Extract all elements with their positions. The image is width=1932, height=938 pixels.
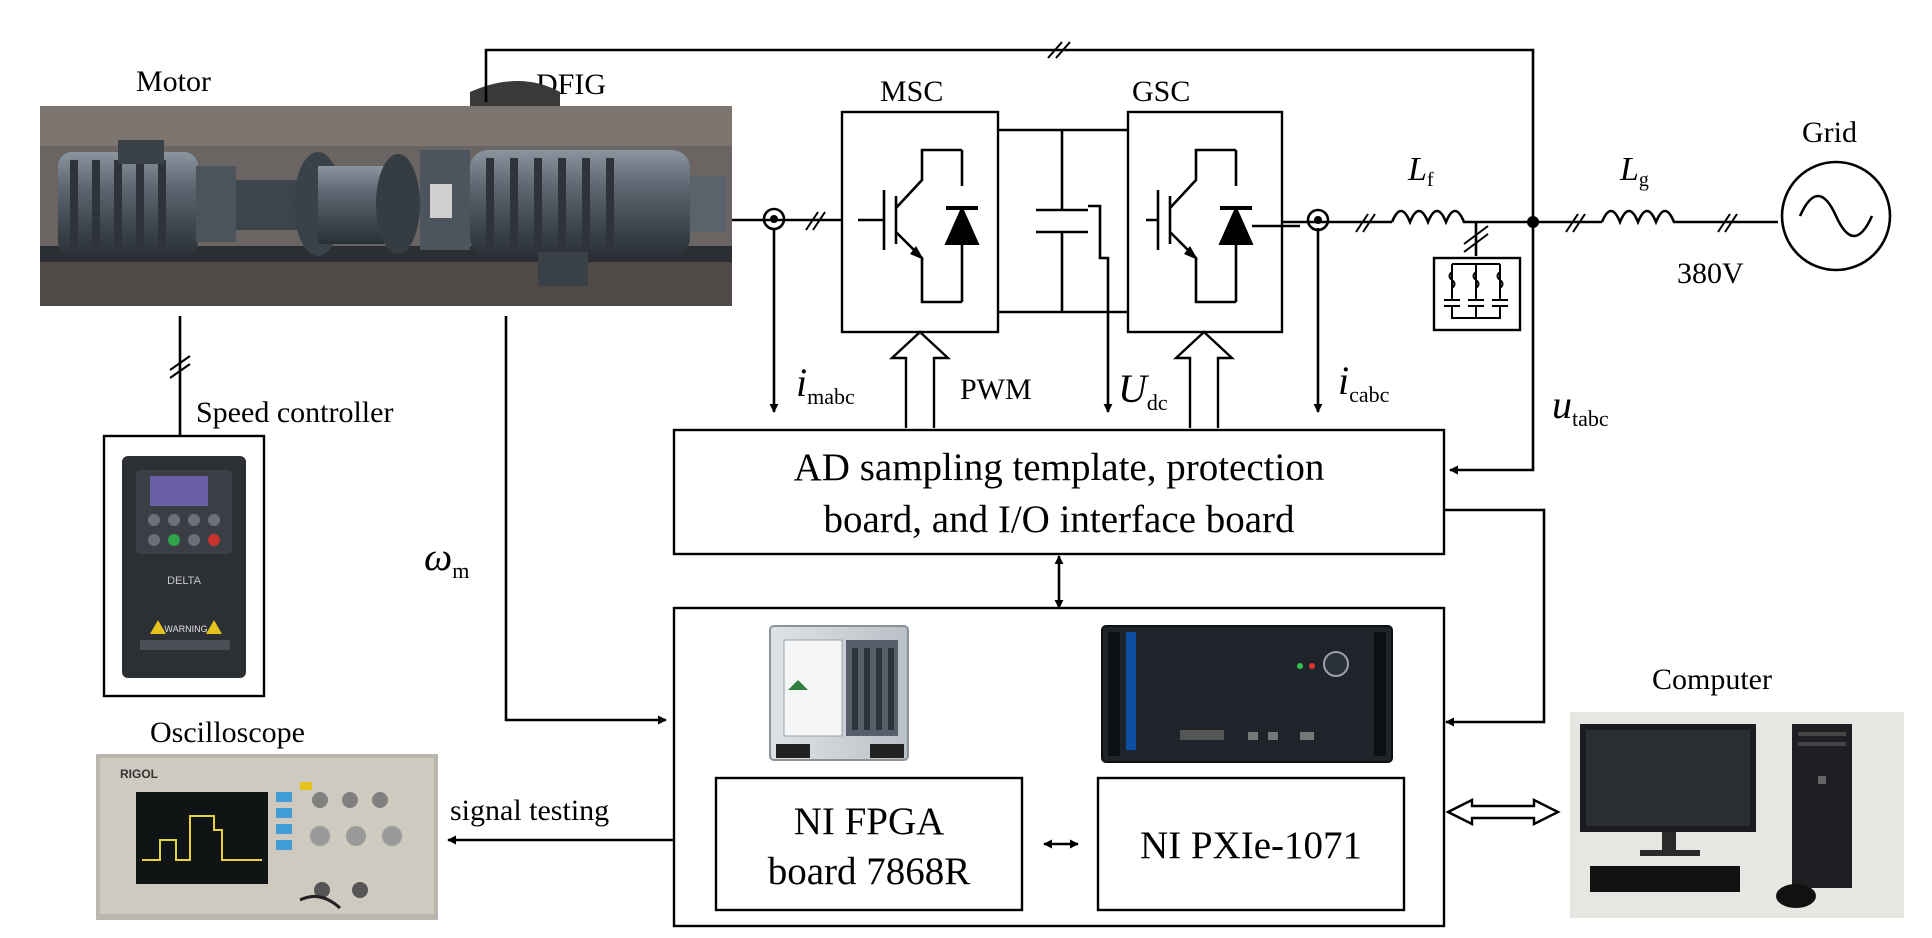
- grid-side-three-phase-mark-b: [1565, 213, 1586, 233]
- gsc-converter: [1126, 110, 1300, 334]
- imabc-label: imabc: [796, 360, 855, 409]
- pwm-label: PWM: [960, 373, 1032, 406]
- fpga-line-2: board 7868R: [768, 850, 971, 893]
- speed-controller-label: Speed controller: [196, 396, 393, 429]
- ni-chassis-photo: [769, 625, 909, 761]
- pxie-label: NI PXIe-1071: [1140, 824, 1362, 867]
- lf-label: Lf: [1407, 151, 1434, 191]
- rotor-line-three-phase-mark: [805, 211, 826, 231]
- rack-controller-photo: [1101, 625, 1393, 763]
- icabc-label: icabc: [1338, 358, 1390, 407]
- speed-controller-photo: DELTA WARNING: [102, 434, 266, 698]
- omega-speed-wire: [504, 316, 667, 725]
- signal-testing-label: signal testing: [450, 794, 609, 827]
- grid-line-three-phase-mark: [1717, 213, 1738, 233]
- motor-label: Motor: [136, 65, 211, 98]
- computer-label: Computer: [1652, 663, 1772, 696]
- lf-inductor: [1390, 209, 1530, 226]
- pwm-arrow-gsc: [1172, 330, 1236, 428]
- msc-label: MSC: [880, 75, 943, 108]
- ni-computer-link-arrow: [1445, 798, 1561, 826]
- fpga-line-1: NI FPGA: [794, 800, 945, 843]
- grid-side-three-phase-mark-a: [1355, 213, 1376, 233]
- msc-converter: [840, 110, 1000, 334]
- ad-board-line-1: AD sampling template, protection: [794, 446, 1325, 489]
- omega-label: ωm: [424, 534, 469, 583]
- grid-label: Grid: [1802, 116, 1857, 149]
- utabc-sense-arrow: [1449, 224, 1535, 475]
- ad-to-ni-feedback-wire: [1444, 508, 1546, 727]
- lg-inductor: [1600, 209, 1778, 226]
- grid-source-symbol: [1780, 160, 1892, 272]
- gsc-label: GSC: [1132, 75, 1190, 108]
- warning-text: WARNING: [164, 624, 207, 634]
- udc-label: Udc: [1118, 366, 1168, 415]
- delta-logo-text: DELTA: [167, 575, 201, 587]
- oscilloscope-photo: RIGOL: [96, 754, 438, 920]
- computer-photo: [1570, 712, 1904, 918]
- ad-sampling-board: AD sampling template, protection board, …: [672, 428, 1446, 556]
- utabc-label: utabc: [1552, 382, 1609, 431]
- rigol-logo-text: RIGOL: [120, 767, 158, 781]
- dc-link-capacitor: [998, 128, 1128, 413]
- filter-capacitor-bank: [1432, 222, 1522, 332]
- oscilloscope-label: Oscilloscope: [150, 716, 305, 749]
- motor-dfig-photo: [40, 81, 732, 306]
- lg-label: Lg: [1619, 151, 1649, 191]
- top-wire-three-phase-mark: [1047, 41, 1071, 59]
- ad-board-line-2: board, and I/O interface board: [823, 498, 1295, 541]
- pwm-arrow-msc: [888, 330, 952, 428]
- speed-controller-three-phase-mark: [169, 355, 191, 379]
- stator-feedback-wire: [484, 48, 1535, 224]
- voltage-label: 380V: [1677, 257, 1744, 290]
- ni-control-box: NI FPGA board 7868R NI PXIe-1071: [672, 606, 1446, 928]
